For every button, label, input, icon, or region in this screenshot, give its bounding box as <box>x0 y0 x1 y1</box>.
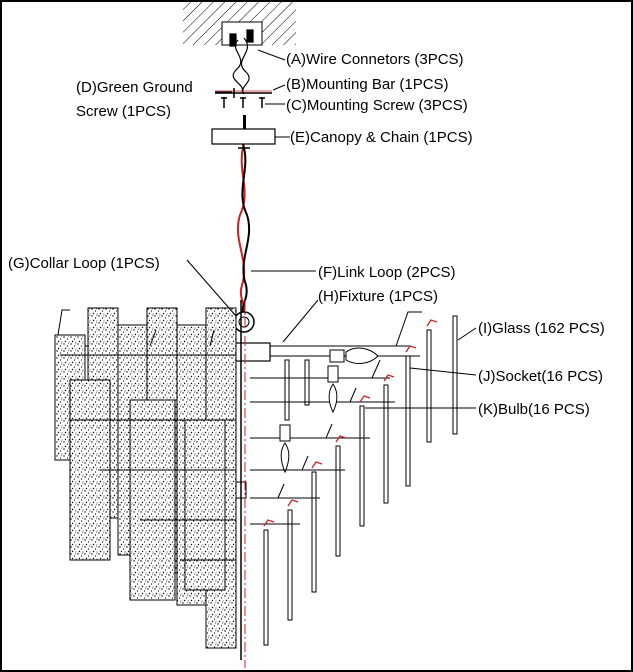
glass-hooks <box>263 319 438 527</box>
label-socket: (J)Socket(16 PCS) <box>478 368 603 385</box>
glass-panels-left <box>54 307 237 649</box>
leader-lines <box>186 49 477 409</box>
label-ground-screw-line1: (D)Green Ground <box>76 79 193 96</box>
mounting-bar <box>215 90 272 94</box>
label-canopy-chain: (E)Canopy & Chain (1PCS) <box>290 129 473 146</box>
mounting-screws <box>221 97 265 108</box>
glass-rods-right <box>263 315 458 646</box>
chain <box>236 143 251 313</box>
canopy <box>211 115 276 145</box>
labels: (A)Wire Connetors (3PCS) (B)Mounting Bar… <box>8 51 605 418</box>
bulb <box>280 347 379 474</box>
label-fixture: (H)Fixture (1PCS) <box>318 288 438 305</box>
collar-loop <box>233 311 255 333</box>
label-wire-connectors: (A)Wire Connetors (3PCS) <box>286 51 464 68</box>
label-mounting-bar: (B)Mounting Bar (1PCS) <box>286 76 449 93</box>
socket <box>235 349 345 499</box>
label-collar-loop: (G)Collar Loop (1PCS) <box>8 255 160 272</box>
ceiling <box>183 0 296 46</box>
rod-supports <box>57 309 422 499</box>
wire-connectors <box>229 29 254 95</box>
label-ground-screw-line2: Screw (1PCS) <box>76 103 171 120</box>
label-mounting-screw: (C)Mounting Screw (3PCS) <box>286 97 468 114</box>
label-link-loop: (F)Link Loop (2PCS) <box>318 264 456 281</box>
label-glass: (I)Glass (162 PCS) <box>478 320 605 337</box>
label-bulb: (K)Bulb(16 PCS) <box>478 401 590 418</box>
